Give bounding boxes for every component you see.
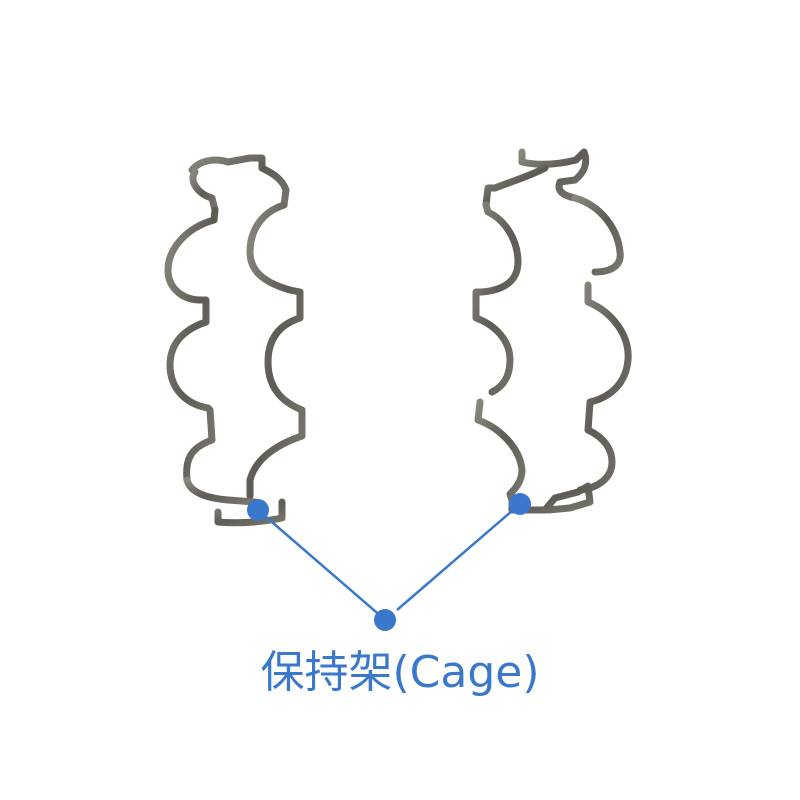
callout-dot-right	[509, 493, 531, 515]
callout-dot-left	[247, 499, 269, 521]
cage-label: 保持架(Cage)	[260, 647, 540, 698]
callout-leader-lines	[257, 503, 521, 619]
right-cage-half	[472, 148, 632, 514]
callout-dot-junction	[374, 609, 396, 631]
left-cage-half	[164, 154, 306, 527]
